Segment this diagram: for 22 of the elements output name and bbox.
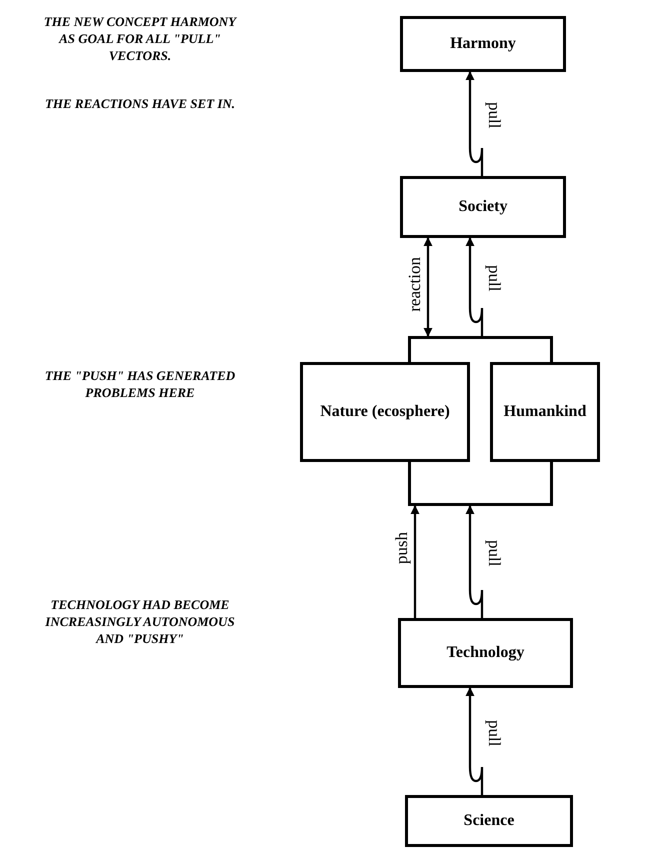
edge-label: pull: [486, 102, 503, 128]
process-box: Nature (ecosphere): [300, 362, 470, 462]
arrow: [466, 505, 484, 618]
process-box: Harmony: [400, 16, 566, 72]
note-text: TECHNOLOGY HAD BECOME INCREASINGLY AUTONOMOUS AND "PUSHY": [44, 597, 236, 648]
process-box: Technology: [398, 618, 573, 688]
edge-label: push: [393, 532, 410, 564]
edge-label: reaction: [406, 257, 423, 312]
arrow: [466, 687, 484, 795]
arrow: [410, 505, 420, 618]
process-box: Science: [405, 795, 573, 847]
edge-label: pull: [486, 540, 503, 566]
edge-label: pull: [486, 720, 503, 746]
arrow: [466, 71, 484, 176]
arrow: [424, 237, 432, 337]
arrow: [466, 237, 484, 336]
note-text: THE REACTIONS HAVE SET IN.: [44, 96, 236, 113]
edge-label: pull: [486, 265, 503, 292]
process-box: Society: [400, 176, 566, 238]
note-text: THE NEW CONCEPT HARMONY AS GOAL FOR ALL "PULL" VECTORS.: [42, 14, 238, 65]
process-box: Humankind: [490, 362, 600, 462]
note-text: THE "PUSH" HAS GENERATED PROBLEMS HERE: [44, 368, 236, 402]
